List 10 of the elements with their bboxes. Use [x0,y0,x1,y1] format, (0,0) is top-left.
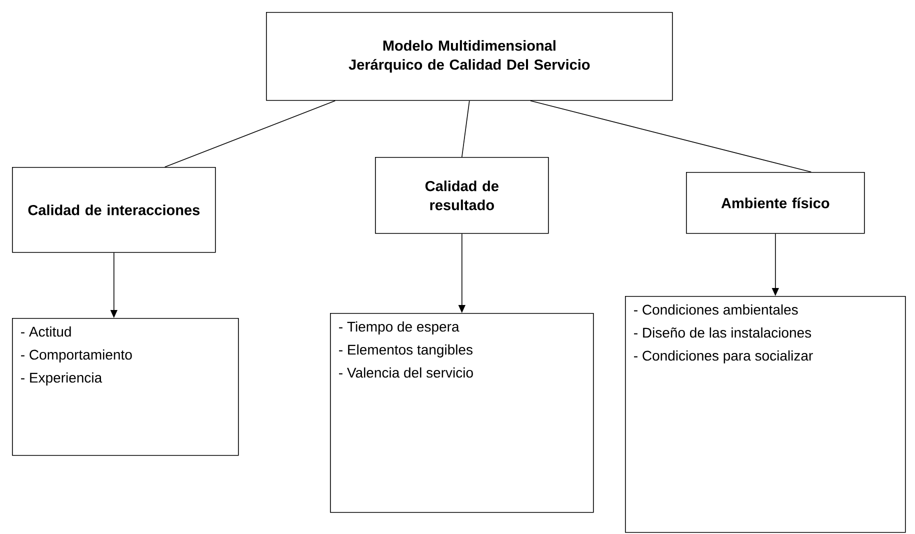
connector-line [164,100,336,168]
category-box: Calidad de resultado [375,157,549,234]
category-box: Calidad de interacciones [12,167,216,253]
connector-line [462,100,470,158]
item-list-box: - Tiempo de espera - Elementos tangibles - Valencia del servicio [330,313,594,513]
title-box: Modelo Multidimensional Jerárquico de Calidad Del Servicio [266,12,673,101]
connector-line [530,100,812,172]
item-list-box: - Condiciones ambientales - Diseño de las instalaciones - Condiciones para socializar [625,296,906,533]
category-box: Ambiente físico [686,172,865,234]
item-list-box: - Actitud - Comportamiento - Experiencia [12,318,239,456]
